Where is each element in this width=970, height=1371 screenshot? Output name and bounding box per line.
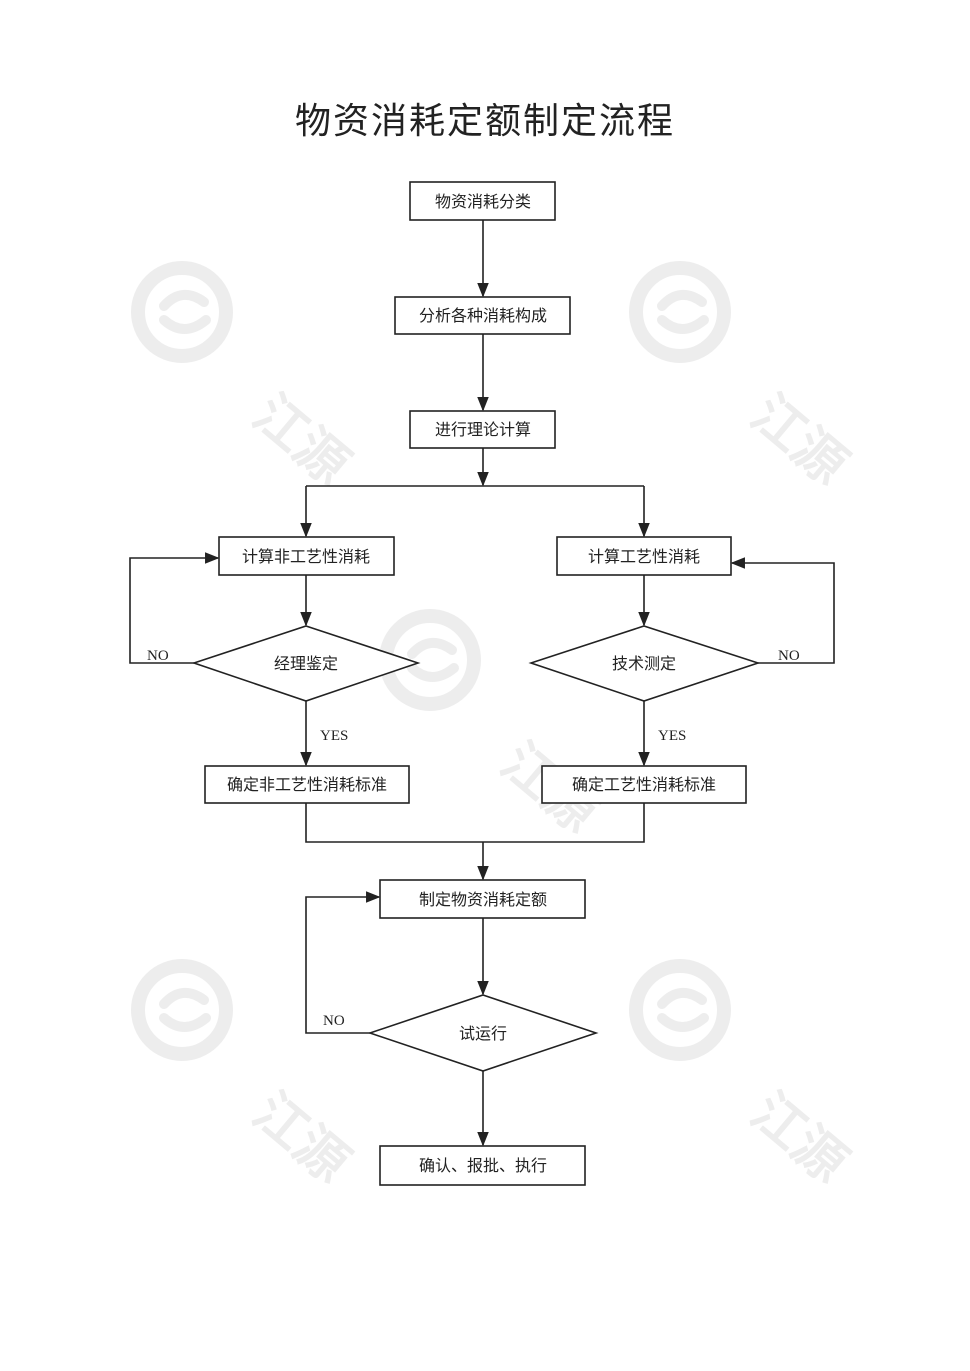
node-calc-nonprocess-label: 计算非工艺性消耗: [242, 547, 370, 566]
node-std-process: 确定工艺性消耗标准: [541, 765, 747, 804]
node-analyze-label: 分析各种消耗构成: [419, 306, 547, 325]
decision-manager-review-label: 经理鉴定: [274, 654, 338, 673]
decision-trial-run: 试运行: [367, 994, 599, 1072]
loop-no-right: [730, 557, 835, 664]
watermark-text: 江源: [242, 384, 360, 497]
node-calc-process-label: 计算工艺性消耗: [588, 547, 700, 566]
node-theory-label: 进行理论计算: [435, 420, 531, 439]
watermark-2: 江源: [636, 268, 858, 497]
edge-label-yes-right: YES: [658, 728, 686, 744]
edge-label-no-right: NO: [778, 648, 800, 664]
node-analyze: 分析各种消耗构成: [394, 296, 571, 335]
watermark-text: 江源: [740, 384, 858, 497]
merge-line: [305, 803, 645, 843]
edge-label-no-trial: NO: [323, 1013, 345, 1029]
node-confirm-label: 确认、报批、执行: [419, 1156, 547, 1175]
watermark-1: 江源: [138, 268, 360, 497]
page-title: 物资消耗定额制定流程: [294, 101, 675, 142]
node-classify: 物资消耗分类: [409, 181, 556, 221]
connectors: [129, 220, 835, 1147]
node-set-quota: 制定物资消耗定额: [379, 879, 586, 919]
edge-label-no-left: NO: [147, 648, 169, 664]
node-std-nonprocess-label: 确定非工艺性消耗标准: [227, 775, 387, 794]
node-theory: 进行理论计算: [409, 410, 556, 449]
node-calc-process: 计算工艺性消耗: [556, 536, 732, 576]
node-confirm: 确认、报批、执行: [379, 1145, 586, 1186]
loop-no-left: [129, 552, 220, 664]
decision-manager-review: 经理鉴定: [191, 625, 421, 702]
watermark-text: 江源: [242, 1082, 360, 1195]
decision-tech-measure-label: 技术测定: [612, 654, 676, 673]
node-set-quota-label: 制定物资消耗定额: [419, 890, 547, 909]
node-classify-label: 物资消耗分类: [435, 192, 531, 211]
watermark-text: 江源: [740, 1082, 858, 1195]
node-calc-nonprocess: 计算非工艺性消耗: [218, 536, 395, 576]
decision-trial-run-label: 试运行: [459, 1024, 507, 1043]
node-std-process-label: 确定工艺性消耗标准: [572, 775, 716, 794]
watermark-4: 江源: [138, 966, 360, 1195]
node-std-nonprocess: 确定非工艺性消耗标准: [204, 765, 410, 804]
edge-label-yes-left: YES: [320, 728, 348, 744]
decision-tech-measure: 技术测定: [528, 625, 761, 702]
loop-no-trial: [305, 891, 381, 1034]
watermark-5: 江源: [636, 966, 858, 1195]
